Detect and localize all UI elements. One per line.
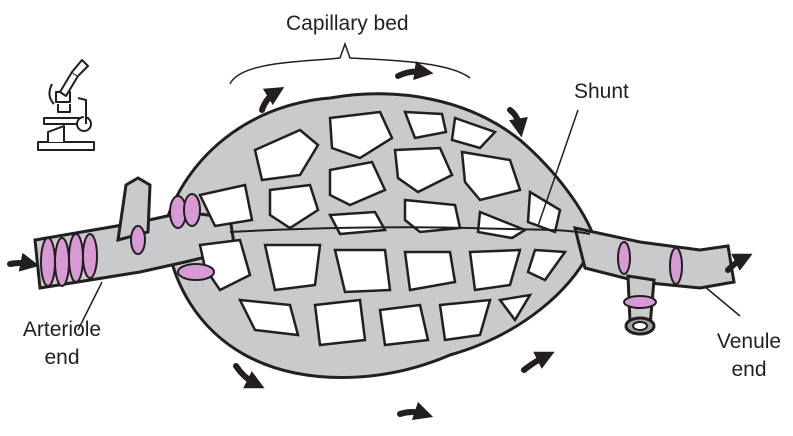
flow-arrow-icon: [510, 110, 520, 128]
arteriole-label-line1: Arteriole: [6, 318, 118, 342]
arteriole-end-label: Arteriole end: [6, 318, 118, 370]
venule-branch-lumen: [633, 322, 647, 330]
sphincter-ring: [83, 234, 97, 278]
venule-label-line2: end: [706, 358, 792, 382]
shunt-label: Shunt: [574, 80, 629, 104]
sphincter-ring: [670, 248, 682, 284]
sphincter-ring: [618, 242, 630, 274]
sphincter-ring: [131, 226, 145, 254]
sphincter-ring: [184, 194, 200, 226]
sphincter-ring: [69, 234, 83, 282]
flow-arrow-icon: [524, 356, 546, 370]
sphincter-ring: [624, 296, 656, 308]
flow-arrow-icon: [398, 72, 424, 77]
flow-arrow-icon: [262, 92, 276, 110]
microscope-icon: [38, 60, 94, 150]
sphincter-ring: [178, 264, 214, 280]
sphincter-ring: [55, 238, 69, 286]
venule-leader-line: [704, 286, 740, 316]
arteriole-label-line2: end: [6, 346, 118, 370]
flow-arrow-icon: [236, 366, 256, 384]
flow-arrow-icon: [10, 263, 30, 264]
venule-label-line1: Venule: [706, 330, 792, 354]
venule-end-label: Venule end: [706, 330, 792, 382]
capillary-bed-label: Capillary bed: [286, 12, 409, 36]
capillary-bed-brace: [230, 44, 470, 84]
sphincter-ring: [41, 238, 55, 286]
flow-arrow-icon: [400, 412, 424, 414]
